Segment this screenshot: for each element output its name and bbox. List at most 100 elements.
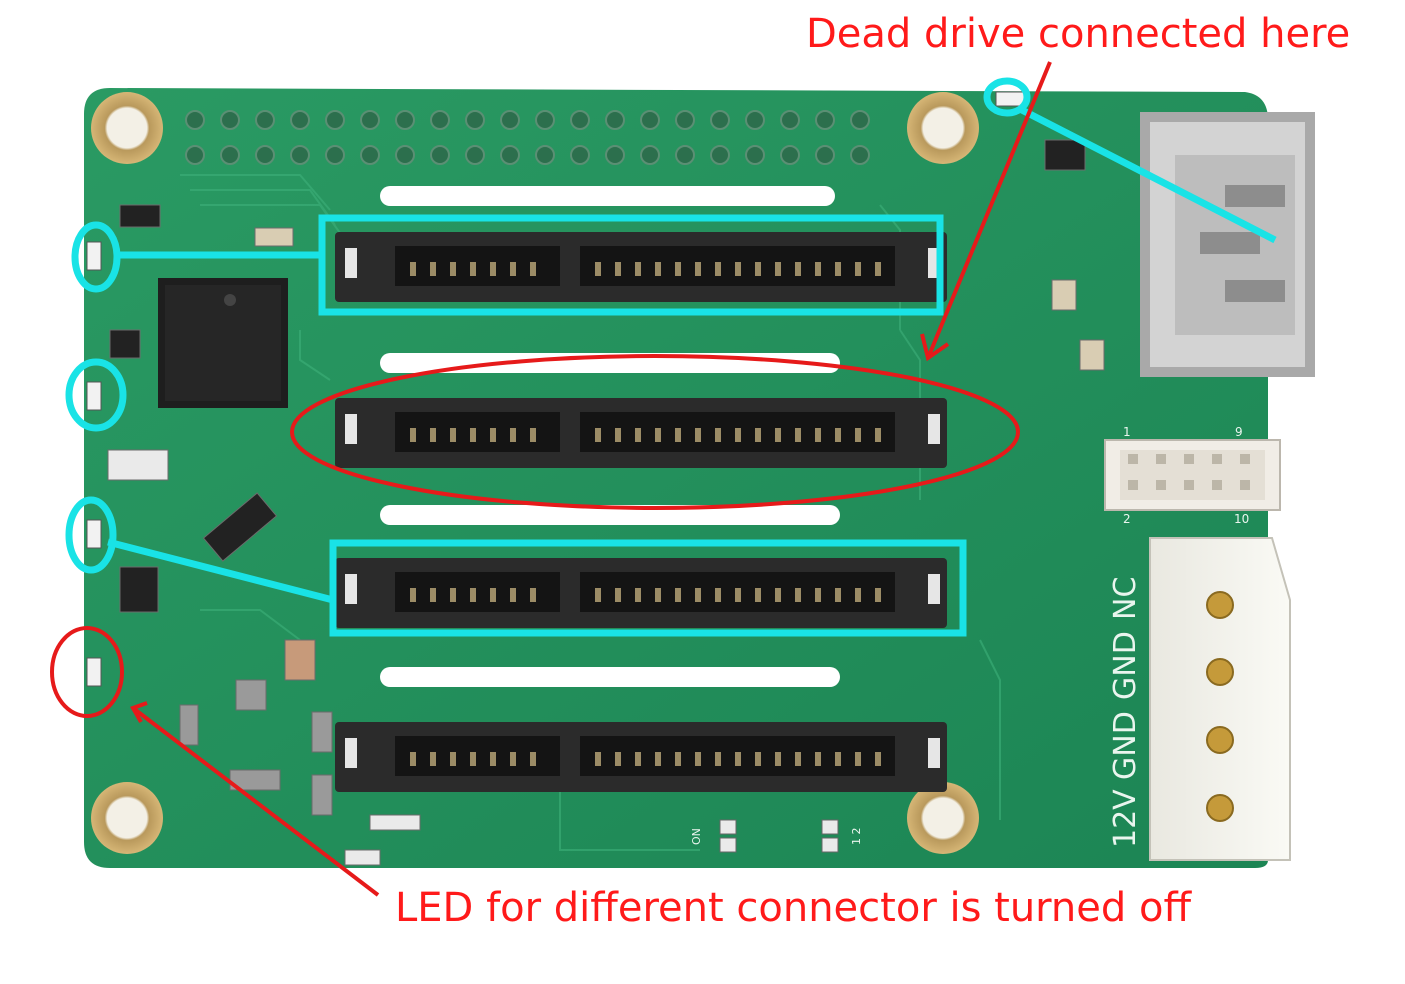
annotation-top: Dead drive connected here <box>806 11 1351 57</box>
gpio-pad <box>780 110 800 130</box>
gpio-pad <box>325 110 345 130</box>
arrow-bottom-shaft <box>131 706 380 897</box>
gpio-pad <box>850 110 870 130</box>
highlight-led-2 <box>65 358 127 432</box>
gpio-pad <box>290 145 310 165</box>
header-pin <box>1212 454 1222 464</box>
gpio-pad <box>710 145 730 165</box>
gpio-pad <box>465 145 485 165</box>
mount-holes <box>91 92 979 854</box>
controller-chip <box>158 278 288 408</box>
jumper-labels: ON 1 2 <box>690 828 863 846</box>
dead-drive-ellipse <box>290 354 1020 510</box>
gpio-pad <box>465 110 485 130</box>
link-led-3 <box>107 538 334 604</box>
led-4 <box>86 657 102 687</box>
off-led-circle <box>50 626 124 718</box>
gpio-pad <box>360 145 380 165</box>
power-label-nc: NC <box>1108 577 1143 620</box>
gpio-pad <box>570 145 590 165</box>
header-pin <box>1128 454 1138 464</box>
power-label-gnd-2: GND <box>1108 631 1143 700</box>
highlight-connector-1 <box>318 214 944 316</box>
gpio-pad <box>605 110 625 130</box>
led-top <box>995 91 1025 107</box>
header-pin <box>1212 480 1222 490</box>
white-header-pins <box>1128 454 1250 490</box>
sata-connector <box>335 722 947 792</box>
sata-connector <box>335 558 947 628</box>
hdmi-port <box>1140 112 1315 377</box>
jumper-label-12: 1 2 <box>850 828 863 846</box>
header-pin <box>1128 480 1138 490</box>
gpio-pad <box>850 145 870 165</box>
sata-connectors <box>335 232 947 792</box>
gpio-pad <box>255 145 275 165</box>
gpio-pad <box>780 145 800 165</box>
gpio-pad <box>745 145 765 165</box>
gpio-pad <box>745 110 765 130</box>
board-slots <box>380 186 840 687</box>
gpio-pad <box>360 110 380 130</box>
gpio-pad <box>605 145 625 165</box>
gpio-pad <box>220 110 240 130</box>
white-pin-header <box>1104 439 1281 511</box>
header-number-2: 2 <box>1123 512 1131 526</box>
smd-components <box>107 139 1105 866</box>
molex-pin-2 <box>1206 658 1234 686</box>
molex-power-connector <box>1149 537 1291 861</box>
gpio-pad <box>535 145 555 165</box>
led-1 <box>86 241 102 271</box>
red-annotations <box>50 61 1052 897</box>
gpio-pad <box>640 110 660 130</box>
arrow-top-shaft <box>926 61 1052 359</box>
power-label-12v: 12V <box>1108 789 1143 848</box>
mount-hole-bottom-left <box>91 782 163 854</box>
arrow-bottom-head <box>130 701 148 723</box>
power-label-gnd-1: GND <box>1108 711 1143 780</box>
gpio-pad <box>500 110 520 130</box>
gpio-pad <box>290 110 310 130</box>
led-3 <box>86 519 102 549</box>
gpio-pad <box>640 145 660 165</box>
molex-pin-1 <box>1206 591 1234 619</box>
jumper-pads <box>719 819 839 853</box>
gpio-pad <box>255 110 275 130</box>
gpio-pad <box>430 110 450 130</box>
header-pin <box>1156 480 1166 490</box>
link-led-top <box>1016 104 1277 244</box>
gpio-pad <box>675 145 695 165</box>
header-number-9: 9 <box>1235 425 1243 439</box>
gpio-pad <box>185 145 205 165</box>
highlight-led-3 <box>65 496 117 574</box>
header-pin <box>1184 454 1194 464</box>
mount-hole-top-right <box>907 92 979 164</box>
gpio-pad <box>535 110 555 130</box>
header-number-1: 1 <box>1123 425 1131 439</box>
header-pin <box>1184 480 1194 490</box>
mount-hole-bottom-right <box>907 782 979 854</box>
header-pin <box>1156 454 1166 464</box>
header-number-10: 10 <box>1234 512 1249 526</box>
header-numbers: 1 9 2 10 <box>1123 425 1249 526</box>
mount-hole-top-left <box>91 92 163 164</box>
cyan-highlights <box>65 77 1277 637</box>
sata-connector <box>335 398 947 468</box>
molex-pin-3 <box>1206 726 1234 754</box>
gpio-pad <box>815 145 835 165</box>
gpio-pad <box>185 110 205 130</box>
status-leds <box>86 91 1025 687</box>
highlight-connector-3 <box>329 539 967 637</box>
gpio-pad <box>815 110 835 130</box>
highlight-led-top <box>983 77 1031 117</box>
gpio-pad <box>675 110 695 130</box>
header-pin <box>1240 454 1250 464</box>
annotation-bottom: LED for different connector is turned of… <box>395 885 1192 931</box>
molex-pin-4 <box>1206 794 1234 822</box>
gpio-pad <box>710 110 730 130</box>
led-2 <box>86 381 102 411</box>
gpio-pad <box>500 145 520 165</box>
gpio-pad <box>395 110 415 130</box>
